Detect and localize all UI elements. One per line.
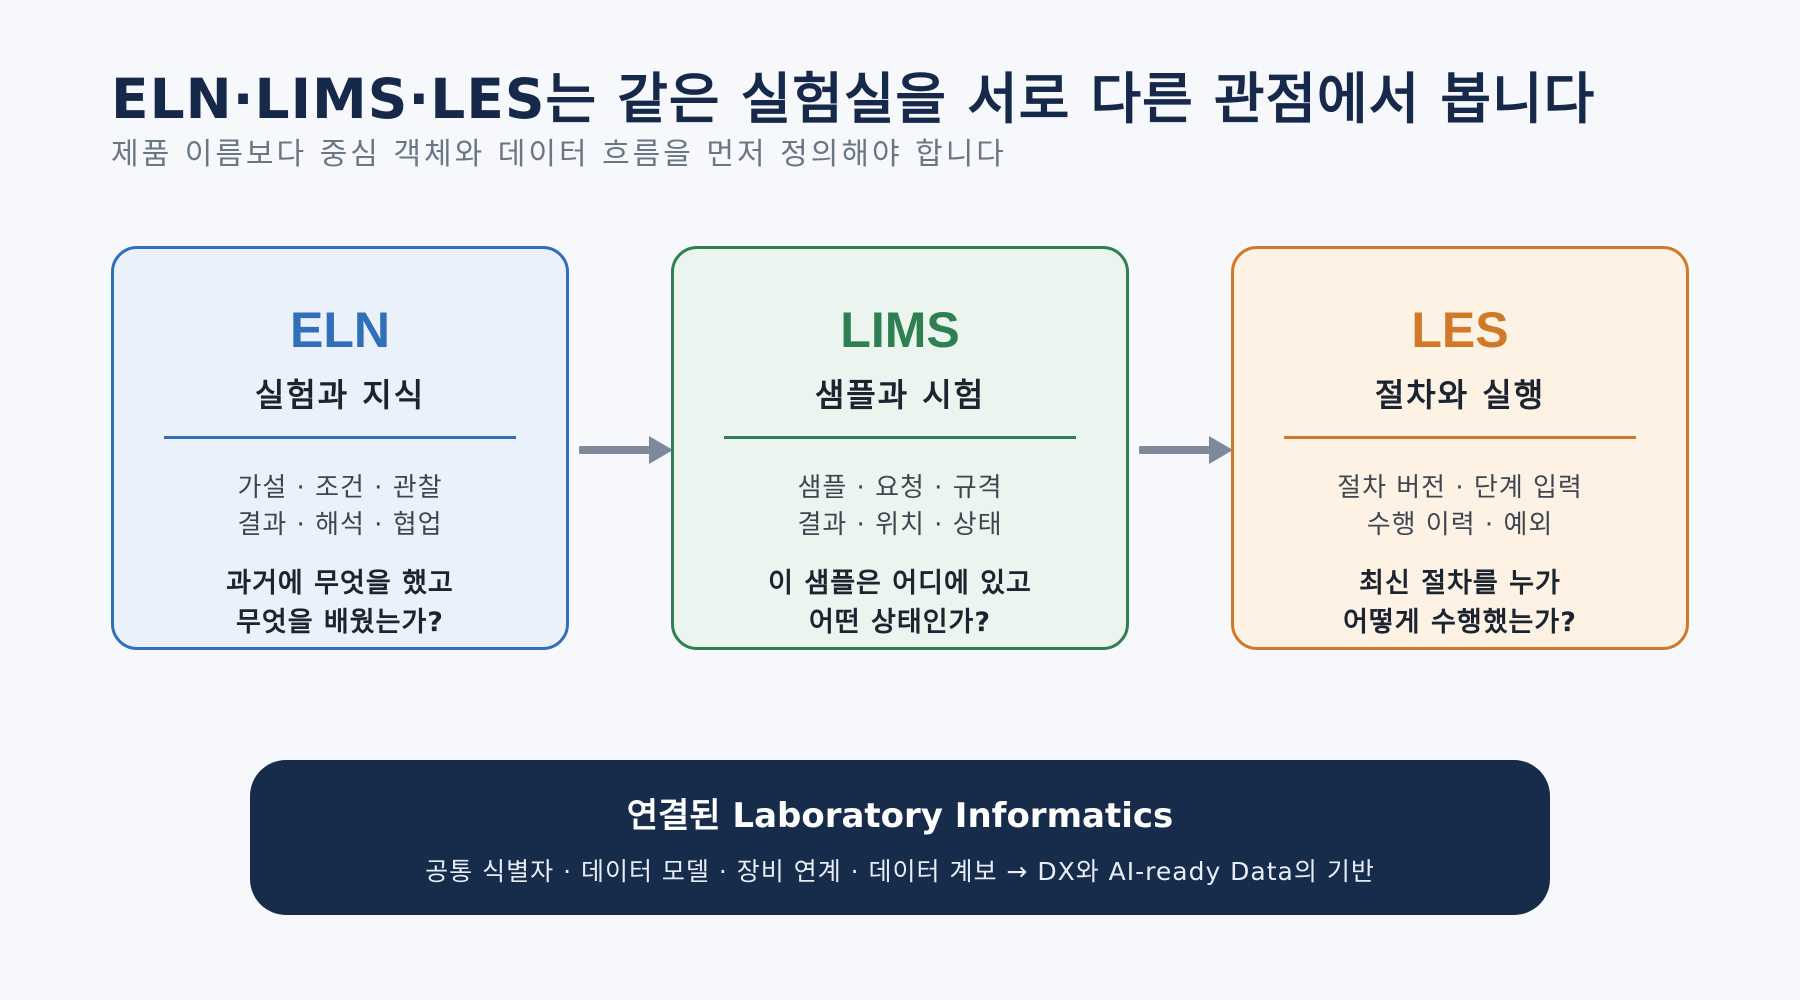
les-card-items: 절차 버전 · 단계 입력 수행 이력 · 예외 [1234, 470, 1686, 544]
les-card-divider [1284, 436, 1636, 440]
eln-card-item-line: 가설 · 조건 · 관찰 [237, 473, 443, 504]
lims-card-divider [724, 436, 1076, 440]
les-card-question-line: 최신 절차를 누가 [1359, 568, 1561, 600]
arrow-right-icon [1139, 436, 1233, 464]
eln-card-question: 과거에 무엇을 했고 무엇을 배웠는가? [114, 564, 566, 642]
page-title: ELN·LIMS·LES는 같은 실험실을 서로 다른 관점에서 봅니다 [111, 67, 1596, 131]
les-card-subtitle: 절차와 실행 [1374, 376, 1546, 414]
les-card-item-line: 절차 버전 · 단계 입력 [1337, 473, 1583, 504]
lims-card-item-line: 샘플 · 요청 · 규격 [797, 473, 1003, 504]
banner-text: 공통 식별자 · 데이터 모델 · 장비 연계 · 데이터 계보 → DX와 A… [425, 856, 1375, 886]
lims-card-question: 이 샘플은 어디에 있고 어떤 상태인가? [674, 564, 1126, 642]
eln-card-question-line: 무엇을 배웠는가? [236, 607, 444, 639]
lims-card-subtitle: 샘플과 시험 [814, 376, 986, 414]
les-card-item-line: 수행 이력 · 예외 [1366, 510, 1554, 541]
banner-title: 연결된 Laboratory Informatics [626, 796, 1174, 836]
arrow-right-icon [579, 436, 673, 464]
eln-card-name: ELN [290, 302, 390, 358]
summary-banner: 연결된 Laboratory Informatics 공통 식별자 · 데이터 … [250, 760, 1550, 915]
lims-card-name: LIMS [840, 302, 960, 358]
lims-card: LIMS 샘플과 시험 샘플 · 요청 · 규격 결과 · 위치 · 상태 이 … [671, 246, 1129, 650]
les-card-question-line: 어떻게 수행했는가? [1343, 607, 1577, 639]
eln-card-divider [164, 436, 516, 440]
lims-card-item-line: 결과 · 위치 · 상태 [797, 510, 1003, 541]
les-card: LES 절차와 실행 절차 버전 · 단계 입력 수행 이력 · 예외 최신 절… [1231, 246, 1689, 650]
eln-card-items: 가설 · 조건 · 관찰 결과 · 해석 · 협업 [114, 470, 566, 544]
lims-card-question-line: 이 샘플은 어디에 있고 [768, 568, 1032, 600]
eln-card: ELN 실험과 지식 가설 · 조건 · 관찰 결과 · 해석 · 협업 과거에… [111, 246, 569, 650]
lims-card-question-line: 어떤 상태인가? [808, 607, 992, 639]
eln-card-question-line: 과거에 무엇을 했고 [226, 568, 454, 600]
eln-card-item-line: 결과 · 해석 · 협업 [237, 510, 443, 541]
les-card-name: LES [1411, 302, 1509, 358]
lims-card-items: 샘플 · 요청 · 규격 결과 · 위치 · 상태 [674, 470, 1126, 544]
eln-card-subtitle: 실험과 지식 [254, 376, 426, 414]
page-subtitle: 제품 이름보다 중심 객체와 데이터 흐름을 먼저 정의해야 합니다 [111, 137, 1007, 172]
les-card-question: 최신 절차를 누가 어떻게 수행했는가? [1234, 564, 1686, 642]
